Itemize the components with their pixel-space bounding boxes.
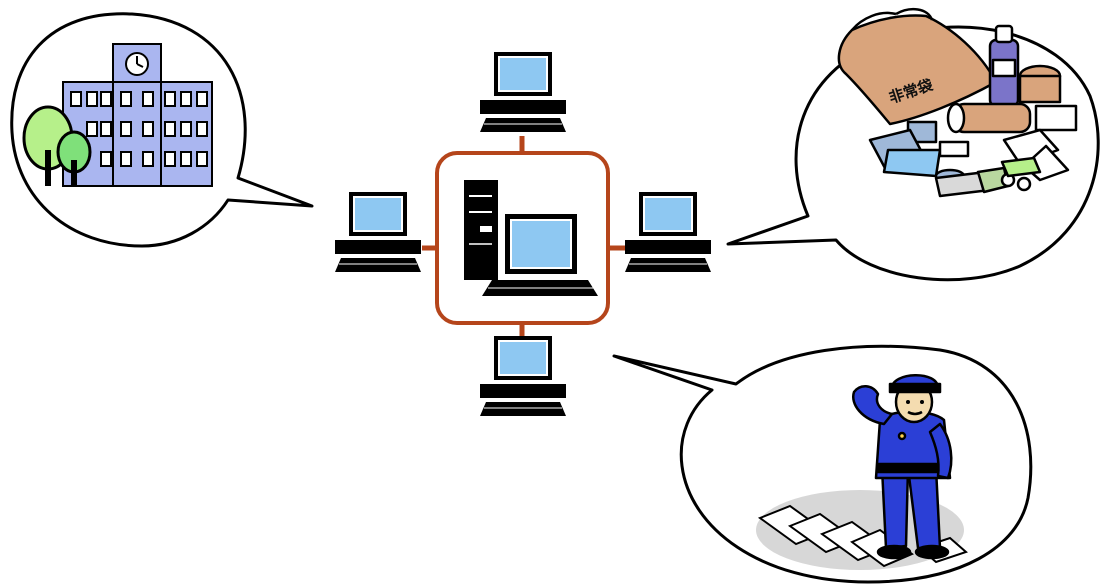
central-hub	[437, 153, 608, 323]
terminal-bottom	[480, 336, 566, 416]
police-officer-bubble	[614, 346, 1031, 582]
emergency-kit-bubble: 非常袋	[728, 9, 1098, 280]
school-bubble	[12, 14, 312, 246]
server-tower-icon	[464, 180, 498, 280]
terminal-right	[625, 192, 711, 272]
terminal-top	[480, 52, 566, 132]
terminal-left	[335, 192, 421, 272]
